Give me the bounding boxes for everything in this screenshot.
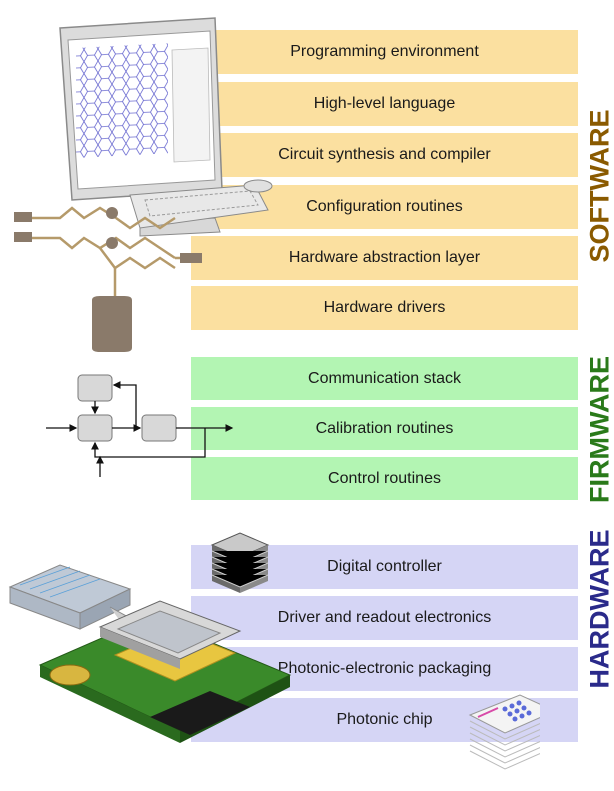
layer-label: Configuration routines: [306, 198, 463, 215]
feedback-block-icon: [77, 374, 113, 402]
controller-block-icon: [77, 414, 113, 442]
keyboard-icon: [129, 179, 273, 229]
monitor-icon: [59, 17, 223, 237]
software-layer-high-level-language: High-level language: [191, 82, 578, 126]
laser-source-icon: [92, 296, 132, 352]
fiber-port-icon: [14, 212, 32, 222]
firmware-layer-control-routines: Control routines: [191, 457, 578, 500]
software-layer-circuit-synthesis: Circuit synthesis and compiler: [191, 133, 578, 177]
connector-icon: [49, 664, 91, 686]
layer-label: Hardware drivers: [323, 299, 446, 316]
fiber-port-icon: [180, 253, 202, 263]
plant-block-icon: [141, 414, 177, 442]
fiber-port-icon: [14, 232, 32, 242]
computer-illustration: [14, 17, 273, 352]
digital-controller-stack-icon: [210, 532, 270, 593]
software-layer-hardware-abstraction: Hardware abstraction layer: [191, 236, 578, 280]
layer-label: Programming environment: [290, 43, 479, 60]
hardware-section-label: HARDWARE: [584, 529, 614, 689]
software-layer-programming-environment: Programming environment: [191, 30, 578, 74]
photonic-chip-stack-icon: [468, 694, 540, 770]
layer-label: High-level language: [313, 95, 456, 112]
firmware-section-label: FIRMWARE: [584, 356, 614, 503]
hardware-layer-driver-readout: Driver and readout electronics: [191, 596, 578, 640]
layer-label: Calibration routines: [315, 419, 454, 437]
software-layer-hardware-drivers: Hardware drivers: [191, 286, 578, 330]
layer-label: Communication stack: [308, 369, 461, 387]
layer-label: Control routines: [328, 469, 441, 487]
photonic-circuit-icon: [32, 206, 195, 300]
fiber-array-icon: [8, 564, 132, 630]
detector-icon: [106, 207, 118, 219]
layer-label: Digital controller: [327, 558, 442, 575]
software-section-label: SOFTWARE: [584, 109, 614, 263]
control-loop-diagram: [46, 374, 234, 477]
layer-label: Photonic-electronic packaging: [277, 660, 492, 677]
layer-label: Circuit synthesis and compiler: [278, 146, 491, 163]
firmware-layer-calibration-routines: Calibration routines: [191, 407, 578, 450]
photonic-chip-package-icon: [98, 600, 242, 669]
layer-label: Photonic chip: [336, 711, 433, 728]
firmware-layer-communication-stack: Communication stack: [191, 357, 578, 400]
layer-label: Driver and readout electronics: [277, 609, 492, 626]
detector-icon: [106, 237, 118, 249]
photonic-package-illustration: [8, 532, 540, 770]
layer-label: Hardware abstraction layer: [288, 249, 481, 266]
chip-icon: [150, 691, 250, 735]
